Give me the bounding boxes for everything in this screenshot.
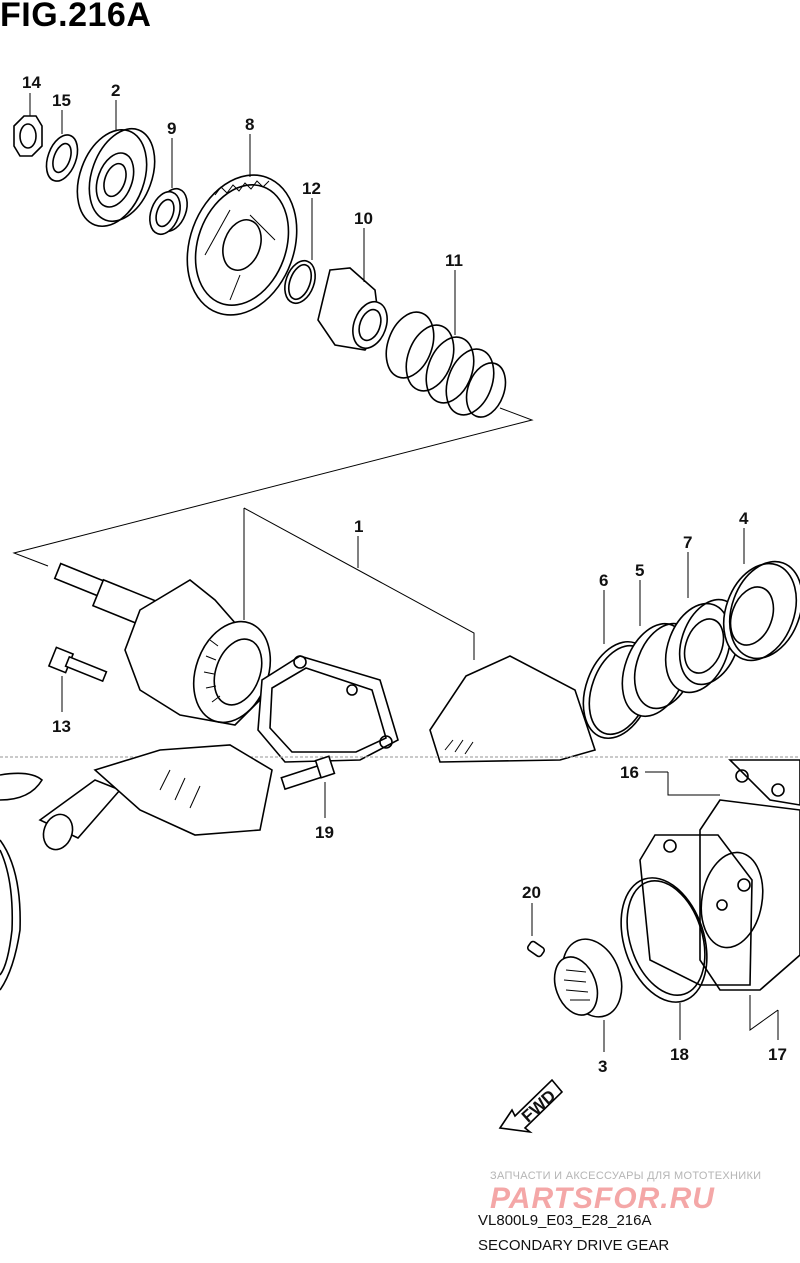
model-code: VL800L9_E03_E28_216A <box>478 1212 652 1229</box>
part-20-pin <box>526 940 546 958</box>
part-1-drive-gear-shaft <box>53 562 272 726</box>
part-15-washer <box>45 134 79 182</box>
callout-16: 16 <box>620 763 639 782</box>
figure-title: FIG.216A <box>0 0 152 34</box>
callout-10: 10 <box>354 209 373 228</box>
part-18-oring <box>620 877 708 1003</box>
part-12-circlip <box>284 259 316 305</box>
part-14-nut <box>13 115 43 157</box>
figure-description: SECONDARY DRIVE GEAR <box>478 1237 670 1254</box>
part-11-spring <box>385 311 507 418</box>
left-edge-gasket <box>0 772 44 991</box>
callout-7: 7 <box>683 533 692 552</box>
part-9-spacer <box>149 187 188 236</box>
gasket-plate <box>257 655 399 763</box>
part-13-bolt <box>47 646 108 683</box>
callout-4: 4 <box>739 509 749 528</box>
part-8-driven-gear <box>186 174 298 316</box>
callout-14: 14 <box>22 73 41 92</box>
part-19-stud <box>280 755 336 791</box>
callout-18: 18 <box>670 1045 689 1064</box>
part-2-bearing <box>76 127 156 228</box>
callout-8: 8 <box>245 115 254 134</box>
callout-9: 9 <box>167 119 176 138</box>
watermark-logo: PARTSFOR.RU <box>490 1182 715 1215</box>
callout-17: 17 <box>768 1045 787 1064</box>
callout-11: 11 <box>445 251 463 270</box>
part-1-shaft-lower <box>38 744 273 851</box>
watermark-tagline: ЗАПЧАСТИ И АКСЕССУАРЫ ДЛЯ МОТОТЕХНИКИ <box>490 1170 762 1182</box>
callout-15: 15 <box>52 91 71 110</box>
fwd-arrow-icon: FWD <box>498 1078 564 1134</box>
callout-12: 12 <box>302 179 321 198</box>
part-16-case-cover-upper <box>728 759 800 806</box>
callout-19: 19 <box>315 823 334 842</box>
part-17-case-cover <box>639 799 800 991</box>
part-1-case-right <box>429 655 597 763</box>
callout-2: 2 <box>111 81 120 100</box>
callout-1: 1 <box>354 517 363 536</box>
callout-3: 3 <box>598 1057 607 1076</box>
callout-13: 13 <box>52 717 71 736</box>
part-10-cam-dog <box>317 267 388 351</box>
part-4-nut <box>722 560 800 662</box>
callout-6: 6 <box>599 571 608 590</box>
part-3-needle-bearing <box>553 938 623 1018</box>
callout-5: 5 <box>635 561 644 580</box>
callout-20: 20 <box>522 883 541 902</box>
